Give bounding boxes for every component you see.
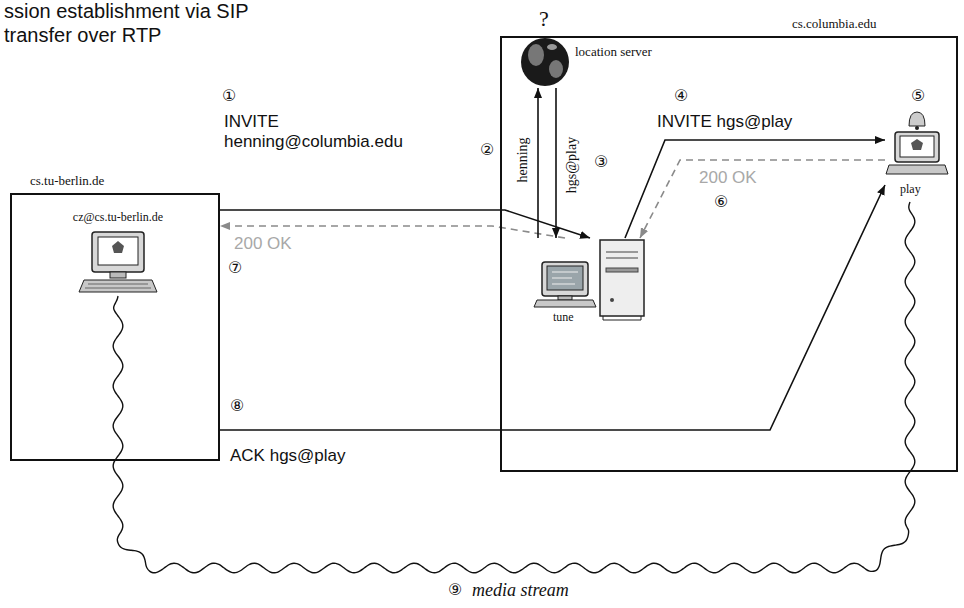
- sip-server: tune: [535, 238, 650, 330]
- host-computer: cz@cs.tu-berlin.de: [28, 210, 208, 296]
- callout-number: ④: [672, 86, 690, 105]
- message-label: INVITE henning@columbia.edu: [222, 112, 441, 152]
- media-stream: [113, 202, 915, 573]
- callout-number: ②: [478, 140, 496, 159]
- network-domain-box: cs.tu-berlin.decz@cs.tu-berlin.de: [10, 193, 220, 461]
- request-arrow: [537, 88, 539, 238]
- host-name: location server: [575, 44, 652, 60]
- connectors: [113, 88, 915, 573]
- question-mark: ?: [537, 6, 551, 32]
- query-label: henning: [514, 135, 530, 184]
- globe-icon: [521, 38, 569, 86]
- request-arrow: [625, 140, 885, 238]
- domain-name: cs.columbia.edu: [792, 16, 876, 32]
- callout-number: ⑧: [228, 396, 246, 415]
- stream-label: media stream: [470, 580, 571, 601]
- host-name: cz@cs.tu-berlin.de: [28, 210, 208, 225]
- request-arrow: [220, 185, 885, 430]
- request-arrow: [555, 88, 557, 238]
- domain-name: cs.tu-berlin.de: [30, 173, 104, 189]
- callout-number: ⑦: [226, 258, 244, 277]
- location-server: location server: [518, 40, 678, 88]
- callout-number: ①: [220, 86, 238, 105]
- computer-icon: [534, 262, 596, 307]
- host-name: tune: [553, 310, 574, 325]
- message-label: INVITE hgs@play: [655, 112, 794, 132]
- computer-icon: [79, 232, 157, 292]
- slide-heading: transfer over RTP: [2, 24, 163, 47]
- callout-number: ⑤: [909, 86, 927, 105]
- host-computer: play: [885, 110, 950, 202]
- callout-number: ③: [592, 152, 610, 171]
- server-icon: [600, 240, 644, 320]
- bell-icon: [909, 112, 925, 130]
- network-domain-box: cs.columbia.edulocation servertuneplay: [500, 36, 958, 472]
- response-arrow: [640, 160, 885, 238]
- host-name: play: [900, 182, 921, 197]
- query-label: hgs@play: [564, 135, 580, 195]
- response-label: 200 OK: [697, 168, 759, 188]
- callout-number: ⑨: [446, 580, 464, 599]
- message-label: ACK hgs@play: [228, 446, 348, 466]
- computer-icon: [886, 132, 948, 174]
- response-label: 200 OK: [232, 234, 294, 254]
- slide-heading: ssion establishment via SIP: [2, 0, 251, 23]
- callout-number: ⑥: [712, 192, 730, 211]
